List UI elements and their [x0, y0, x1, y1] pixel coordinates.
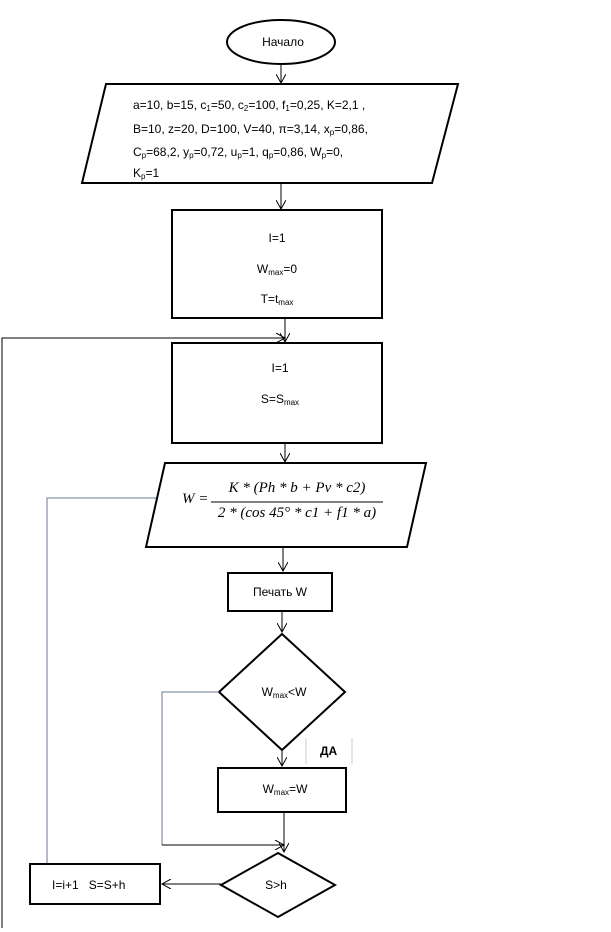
- start-label: Начало: [262, 35, 304, 49]
- increment-process: [29, 863, 161, 905]
- increment-label: I=i+1 S=S+h: [52, 878, 126, 892]
- assign-label: Wmax=W: [262, 782, 308, 797]
- formula-parallelogram: [144, 462, 428, 548]
- init2-process: [171, 342, 383, 444]
- input-line-1: a=10, b=15, c1=50, c2=100, f1=0,25, K=2,…: [133, 98, 366, 113]
- cond2-label: S>h: [265, 878, 287, 892]
- input-parallelogram: [80, 83, 460, 184]
- input-line-3: Cp=68,2, yp=0,72, up=1, qp=0,86, Wp=0,: [133, 145, 344, 160]
- print-process: [227, 572, 333, 612]
- formula-denominator: 2 * (cos 45° * c1 + f1 * a): [217, 505, 377, 521]
- init1-process: [171, 209, 383, 319]
- yes-label: ДА: [320, 744, 338, 758]
- cond2-decision: [218, 851, 338, 919]
- cond1-no-branch: [161, 691, 219, 845]
- input-line-2: B=10, z=20, D=100, V=40, π=3,14, xp=0,86…: [133, 122, 368, 137]
- cond1-label: Wmax<W: [261, 685, 307, 700]
- print-label: Печать W: [253, 585, 307, 599]
- input-line-4: Kp=1: [133, 166, 160, 181]
- init1-counter: I=1: [268, 231, 286, 245]
- assign-process: [217, 767, 347, 813]
- formula-numerator: K * (Ph * b + Pv * c2): [228, 480, 366, 496]
- init2-counter: I=1: [271, 361, 289, 375]
- formula-lhs: W =: [182, 491, 209, 507]
- init1-t: T=tmax: [260, 292, 294, 307]
- inner-loop-line: [46, 497, 158, 864]
- outer-loop-line: [1, 338, 285, 928]
- init1-wmax: Wmax=0: [256, 262, 298, 277]
- init2-s: S=Smax: [260, 392, 300, 407]
